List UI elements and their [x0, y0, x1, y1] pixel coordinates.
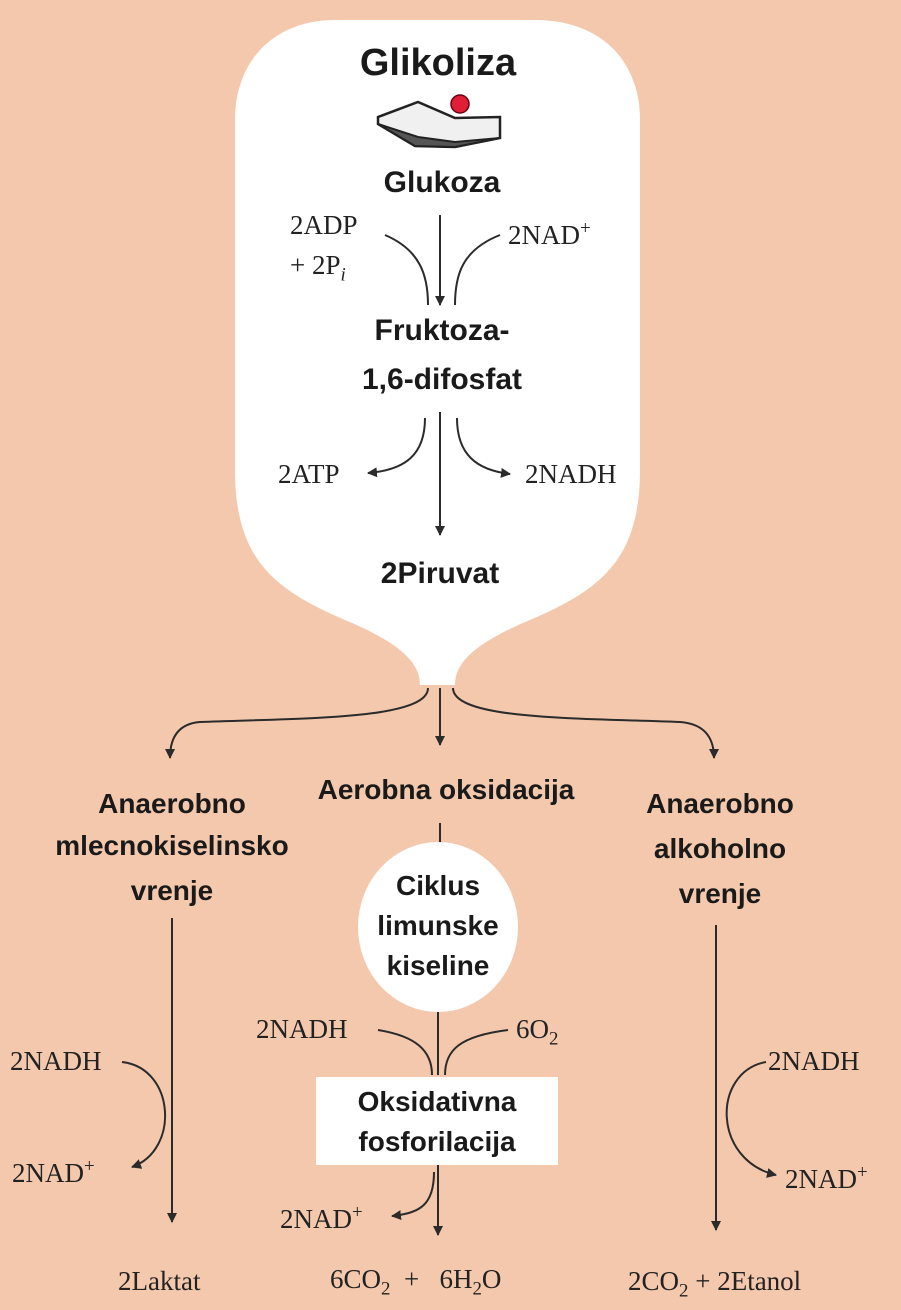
- lactic-branch-line2: mlecnokiselinsko: [55, 830, 289, 861]
- citric-cycle-line3: kiseline: [386, 950, 490, 981]
- lactic-branch-line1: Anaerobno: [98, 788, 246, 819]
- oxphos-line2: fosforilacija: [358, 1126, 516, 1157]
- glycolysis-panel: [235, 20, 640, 685]
- left-nad-text: 2NAD: [12, 1158, 84, 1188]
- fructose-label-line2: 1,6-difosfat: [361, 363, 523, 396]
- adp-label: 2ADP: [290, 210, 358, 240]
- lactate-label: 2Laktat: [118, 1266, 201, 1296]
- citric-cycle-line2: limunske: [377, 910, 499, 941]
- h2o-sub: 2: [472, 1278, 482, 1300]
- center-co2-text: 6CO: [330, 1264, 382, 1294]
- right-nadh-label: 2NADH: [768, 1046, 860, 1076]
- hexagon-ring-icon: [376, 94, 502, 149]
- pyruvate-label: 2Piruvat: [380, 557, 500, 590]
- right-nad-sup: +: [857, 1162, 868, 1183]
- arrow-to-lactic-branch: [165, 687, 429, 759]
- nadh-out-label: 2NADH: [525, 459, 617, 489]
- h2o-suffix: O: [481, 1264, 502, 1294]
- atp-label: 2ATP: [278, 459, 340, 489]
- co2-ethanol-label: 2CO2 + 2Etanol: [628, 1266, 801, 1302]
- pi-label-sub: i: [340, 264, 346, 286]
- center-nad-label: 2NAD+: [280, 1202, 363, 1235]
- right-nad-text: 2NAD: [785, 1164, 857, 1194]
- h2o-text: 6H: [439, 1264, 473, 1294]
- curve-left-nadh-nad: [121, 1061, 166, 1169]
- alcohol-branch-line2: alkoholno: [653, 833, 787, 864]
- aerobic-oxidation-label: Aerobna oksidacija: [317, 774, 575, 805]
- center-nad-text: 2NAD: [280, 1204, 352, 1234]
- fructose-label-line1: Fruktoza-: [374, 314, 510, 347]
- nad-in-label: 2NAD+: [508, 218, 591, 251]
- pi-label-text: + 2P: [290, 250, 341, 280]
- curve-center-o2-in: [444, 1029, 509, 1076]
- center-nad-sup: +: [352, 1202, 363, 1223]
- center-o2-label: 6O2: [516, 1014, 558, 1050]
- citric-acid-cycle-circle: [358, 842, 518, 1012]
- center-plus: +: [403, 1264, 420, 1294]
- ethanol-text: 2Etanol: [717, 1266, 802, 1296]
- right-co2-text: 2CO: [628, 1266, 680, 1296]
- nad-in-text: 2NAD: [508, 220, 580, 250]
- right-co2-sub: 2: [679, 1280, 689, 1302]
- citric-cycle-line1: Ciklus: [395, 870, 481, 901]
- curve-adp-in: [384, 234, 429, 306]
- pi-label: + 2Pi: [290, 250, 346, 286]
- left-nad-sup: +: [84, 1156, 95, 1177]
- o2-text: 6O: [516, 1014, 549, 1044]
- arrow-to-atp: [367, 417, 426, 478]
- center-co2-sub: 2: [381, 1278, 391, 1300]
- arrow-to-center-nad: [391, 1171, 435, 1221]
- center-nadh-label: 2NADH: [256, 1014, 348, 1044]
- alcohol-branch-line1: Anaerobno: [646, 788, 794, 819]
- lactic-branch-line3: vrenje: [130, 875, 214, 906]
- o2-sub: 2: [549, 1028, 559, 1050]
- glucose-label: Glukoza: [383, 166, 501, 199]
- nad-in-sup: +: [580, 218, 591, 239]
- alcohol-branch-line3: vrenje: [678, 878, 762, 909]
- right-nad-label: 2NAD+: [785, 1162, 868, 1195]
- arrow-to-nadh: [456, 417, 511, 478]
- curve-center-nadh-in: [377, 1029, 433, 1076]
- curve-right-nadh-nad: [725, 1061, 777, 1178]
- right-plus: +: [695, 1266, 711, 1296]
- oxidative-phosphorylation-box: [316, 1077, 558, 1165]
- co2-h2o-label: 6CO2 + 6H2O: [330, 1264, 501, 1300]
- curve-nad-in: [454, 234, 501, 306]
- oxphos-line1: Oksidativna: [357, 1086, 517, 1117]
- arrow-to-alcohol-branch: [452, 687, 719, 759]
- left-nad-label: 2NAD+: [12, 1156, 95, 1189]
- left-nadh-label: 2NADH: [10, 1046, 102, 1076]
- page-title: Glikoliza: [359, 42, 517, 84]
